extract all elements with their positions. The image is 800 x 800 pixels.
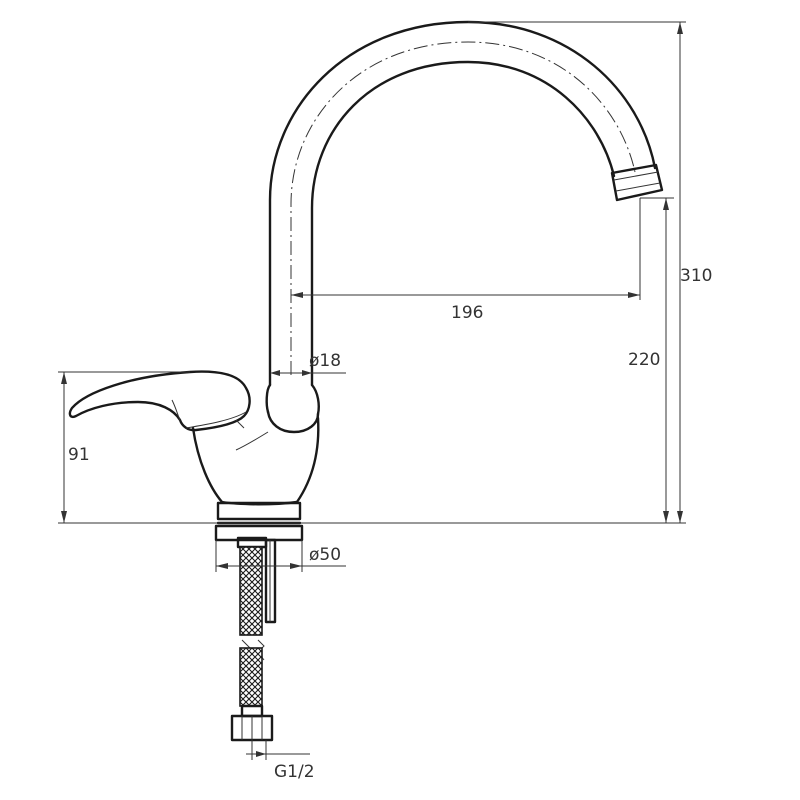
base-flange	[214, 501, 304, 542]
spout-height-label: 220	[628, 350, 660, 370]
dimension-base-diameter: ø50	[215, 540, 346, 572]
total-height-label: 310	[680, 266, 712, 286]
spout-diameter-label: ø18	[309, 351, 341, 371]
dimension-spout-reach: 196	[291, 198, 641, 323]
lever-handle	[68, 370, 251, 432]
dimension-spout-diameter: ø18	[270, 351, 346, 376]
handle-height-label: 91	[68, 445, 90, 465]
faucet-drawing	[68, 20, 664, 742]
mounting-stud	[264, 538, 277, 624]
dimension-total-height: 310	[468, 21, 712, 523]
dimension-handle-height: 91	[58, 371, 190, 523]
dimension-thread: G1/2	[246, 740, 315, 782]
spout	[268, 20, 664, 387]
spout-reach-label: 196	[451, 303, 483, 323]
dimension-spout-height: 220	[628, 197, 674, 523]
spout-collar	[265, 383, 320, 434]
flexible-hose	[230, 536, 274, 742]
base-diameter-label: ø50	[309, 545, 341, 565]
thread-label: G1/2	[274, 762, 315, 782]
